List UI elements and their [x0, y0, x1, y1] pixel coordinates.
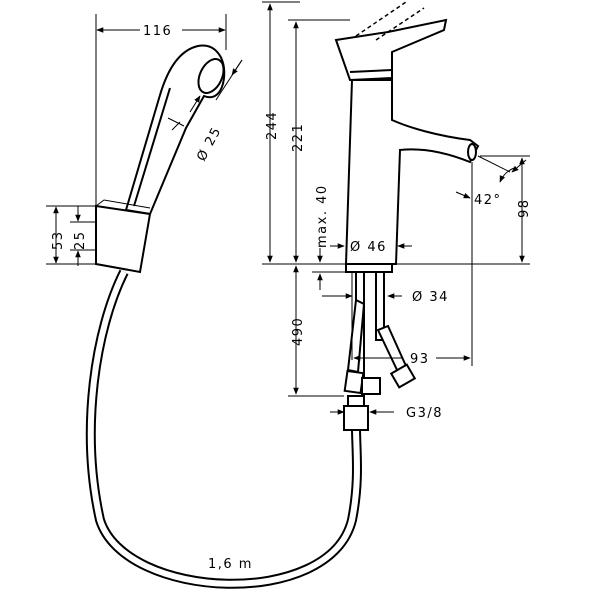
- label-thread: G3/8: [406, 406, 443, 421]
- dimension-angle-42: 42°: [455, 155, 527, 208]
- dimension-max-40: max. 40: [312, 184, 346, 290]
- dimension-221: 221: [288, 19, 350, 263]
- label-diameter-34: Ø 34: [412, 290, 449, 305]
- supply-hose-right: [376, 324, 408, 374]
- faucet-body: [344, 79, 480, 265]
- faucet: [262, 1, 530, 431]
- dimension-93: 93: [351, 162, 473, 367]
- label-490: 490: [291, 317, 306, 346]
- dimension-244: 244: [262, 1, 300, 263]
- shower-hose: [85, 269, 362, 589]
- dimension-thread: G3/8: [330, 406, 443, 421]
- label-angle-42: 42°: [474, 193, 502, 208]
- dimension-diameter-46: Ø 46: [330, 240, 412, 255]
- lever-open-position: [355, 1, 425, 41]
- label-diameter-25: Ø 25: [194, 124, 225, 164]
- hand-shower: [85, 44, 362, 589]
- label-93: 93: [410, 352, 430, 367]
- label-116: 116: [143, 24, 172, 39]
- dimension-diameter-34: Ø 34: [322, 290, 449, 305]
- hose-connector: [343, 405, 369, 431]
- wall-holder: [95, 204, 152, 274]
- label-hose-length: 1,6 m: [208, 557, 253, 572]
- label-221: 221: [291, 123, 306, 152]
- label-diameter-46: Ø 46: [350, 240, 387, 255]
- dimension-98: 98: [480, 155, 532, 263]
- label-98: 98: [517, 198, 532, 218]
- label-max-40: max. 40: [315, 184, 330, 248]
- dimension-490: 490: [288, 265, 344, 397]
- label-244: 244: [265, 111, 280, 140]
- label-53: 53: [51, 230, 66, 250]
- lever-handle: [334, 18, 448, 82]
- label-25: 25: [73, 230, 88, 250]
- dimension-holder: 53 25: [46, 205, 96, 266]
- dimension-116: 116: [95, 14, 227, 206]
